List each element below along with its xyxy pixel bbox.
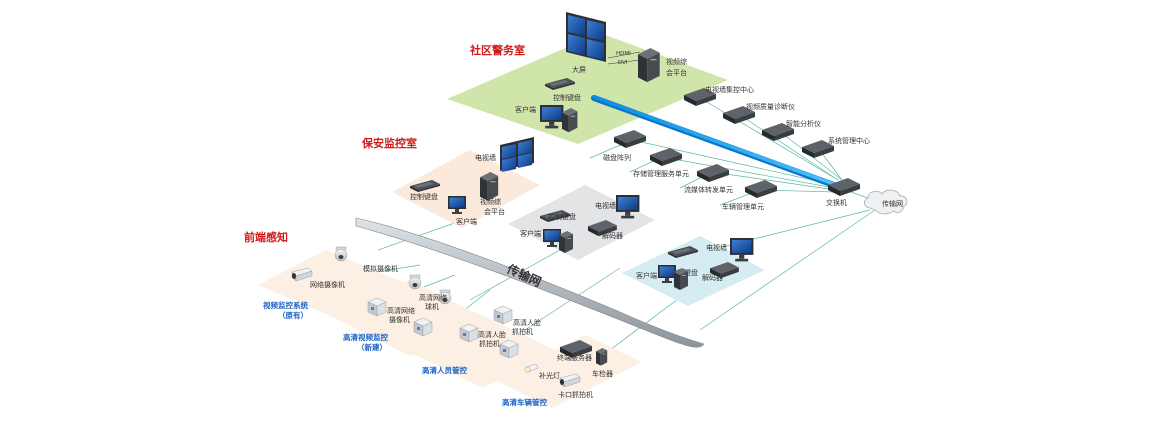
decode-a-keyboard-label: 控制键盘: [548, 212, 576, 221]
vehicle-mgmt-label: 车辆管理单元: [722, 202, 764, 211]
control-keyboard-label: 控制键盘: [553, 93, 581, 102]
checkpoint-capture-label: 卡口抓拍机: [558, 390, 593, 399]
security-platform-icon: [480, 172, 499, 201]
decode-a-decoder-label: 解码器: [602, 231, 623, 240]
vehicle-detector-icon: [596, 348, 608, 366]
terminal-server-label: 终端服务器: [557, 353, 592, 362]
quality-diagnosis-label: 视频质量诊断仪: [746, 102, 795, 111]
security-platform-label-2: 会平台: [484, 207, 505, 216]
group-video-monitor-line2: （原有）: [278, 310, 308, 320]
fill-light-icon: [524, 363, 539, 373]
community-room-title: 社区警务室: [469, 43, 525, 57]
analog-camera-label: 模拟摄像机: [363, 264, 398, 273]
group-hd-video-line2: （新建）: [357, 342, 387, 352]
analog-camera-icon: [334, 246, 348, 262]
smart-analyzer-label: 智能分析仪: [786, 119, 821, 128]
vehicle-detector-label: 车检器: [592, 369, 613, 378]
decode-station-b: 控制键盘 电视墙 客户端 解码器: [622, 236, 765, 306]
client-tower-icon: [562, 108, 578, 133]
face-capture-2-label-1: 高清人脸: [478, 330, 506, 339]
decode-b-client-label: 客户端: [636, 271, 657, 280]
decode-a-tv-label: 电视墙: [595, 201, 616, 210]
decode-a-client-label: 客户端: [520, 229, 541, 238]
group-hd-video-line1: 高清视频监控: [343, 332, 388, 342]
fill-light-label: 补光灯: [539, 371, 560, 380]
hd-camera-label-2: 摄像机: [389, 315, 410, 324]
group-hd-vehicle: 高清车辆管控: [502, 397, 547, 407]
security-tv-wall-label: 电视墙: [475, 153, 496, 162]
network-camera-label: 网络摄像机: [310, 280, 345, 289]
group-hd-personnel: 高清人员管控: [422, 365, 467, 375]
decode-b-decoder-label: 解码器: [702, 273, 723, 282]
face-capture-2-label-2: 抓拍机: [479, 339, 500, 348]
face-capture-icon-3: [499, 339, 519, 359]
big-screen-wall: [566, 12, 606, 62]
face-capture-icon-2: [459, 323, 479, 343]
community-room-zone: 社区警务室 大屏 HDMI DVI 视频综 会平台 控制键盘 客户端: [447, 12, 728, 144]
storage-mgmt-icon: [650, 148, 682, 166]
security-tv-wall: [500, 137, 534, 172]
client-label: 客户端: [515, 105, 536, 114]
group-video-monitor-line1: 视频监控系统: [263, 300, 308, 310]
transport-net-cloud: [864, 189, 908, 215]
hdmi-label: HDMI: [616, 51, 631, 57]
video-platform-icon: [638, 48, 660, 83]
hd-camera-icon-2: [413, 317, 433, 337]
big-screen-label: 大屏: [572, 65, 586, 74]
face-capture-1-label-1: 高清人脸: [513, 318, 541, 327]
security-room-zone: 保安监控室 电视墙 视频综 会平台 控制键盘 客户端: [361, 136, 540, 228]
face-capture-icon-1: [493, 305, 513, 325]
face-capture-1-label-2: 抓拍机: [512, 327, 533, 336]
decode-station-a: 控制键盘 电视墙 客户端 解码器: [508, 185, 655, 260]
center-devices: 电视墙集控中心 视频质量诊断仪 智能分析仪 系统管理中心 磁盘阵列 存储管理服务…: [603, 85, 908, 215]
decode-b-tv-label: 电视墙: [706, 243, 727, 252]
hd-dome-label-2: 球机: [425, 302, 439, 311]
security-room-title: 保安监控室: [361, 136, 417, 150]
video-wall-center-label: 电视墙集控中心: [705, 85, 754, 94]
stream-forward-icon: [697, 164, 729, 182]
security-platform-label-1: 视频综: [480, 197, 501, 206]
security-client-label: 客户端: [456, 217, 477, 226]
hd-dome-icon: [408, 274, 422, 290]
hd-camera-label-1: 高清网络: [387, 306, 415, 315]
transport-net-cloud-label: 传输网: [882, 199, 903, 208]
storage-mgmt-label: 存储管理服务单元: [633, 169, 689, 178]
stream-forward-label: 流媒体转发单元: [684, 185, 733, 194]
video-platform-label-1: 视频综: [666, 57, 687, 66]
front-end-title: 前端感知: [244, 230, 288, 244]
hd-dome-label-1: 高清网络: [419, 293, 447, 302]
hd-camera-icon: [367, 297, 387, 317]
security-keyboard-label: 控制键盘: [410, 192, 438, 201]
dvi-label: DVI: [618, 60, 628, 66]
hdmi-dvi-cables: [607, 51, 641, 65]
backbone-link: [591, 95, 845, 191]
vehicle-mgmt-icon: [745, 180, 777, 198]
disk-array-label: 磁盘阵列: [603, 153, 631, 162]
system-mgmt-label: 系统管理中心: [828, 136, 870, 145]
switch-label: 交换机: [826, 198, 847, 207]
decode-a-client-tower-icon: [559, 231, 573, 253]
video-platform-label-2: 会平台: [666, 68, 687, 77]
front-end-zone: 前端感知 模拟摄像机 网络摄像机 视频监控系统 （原有） 高清网络 球机 高清网…: [244, 230, 642, 408]
decode-b-client-tower-icon: [674, 268, 688, 290]
transport-net-label: 传输网: [504, 261, 544, 290]
